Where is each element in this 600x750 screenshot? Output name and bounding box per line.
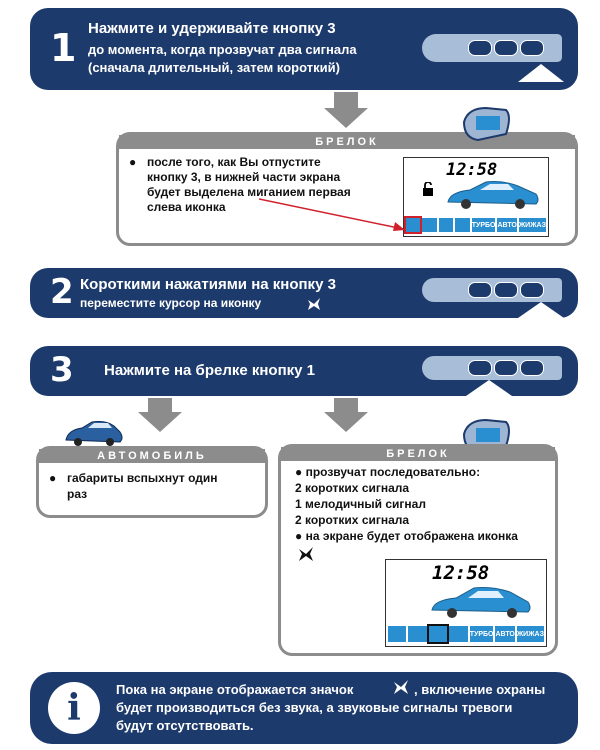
step3-title: Нажмите на брелке кнопку 1 [104,362,316,379]
pistol-icon-2 [388,626,407,642]
step1-banner: 1 Нажмите и удерживайте кнопку 3 до моме… [30,8,578,90]
info-line2: будет производиться без звука, а звуковы… [116,700,513,715]
button-pointer-icon [518,64,564,82]
info-icon: i [48,682,100,734]
fob-screen-1-clock: 12:58 [446,160,498,180]
button-pointer-3-icon [466,380,512,396]
fob3-button-3-icon [520,360,544,376]
step2-title: Короткими нажатиями на кнопку 3 [80,276,336,293]
fob3-button-1-icon [468,360,492,376]
fob-panel-1-line3: будет выделена миганием первая [147,185,351,199]
arrow-down-1-icon [334,92,358,110]
turbo-icon-2: ТУРБО [469,626,494,642]
mode-icon-2: ЖИЖАЗ [516,626,544,642]
fob-panel-1-line2: кнопку 3, в нижней части экрана [147,170,341,184]
fob-panel-2-line5: ● на экране будет отображена иконка [295,529,518,543]
fob-device-1-icon [462,106,510,142]
car-panel: АВТОМОБИЛЬ ● габариты вспыхнут один раз [36,446,268,518]
fob-panel-1: БРЕЛОК ● после того, как Вы отпустите кн… [116,132,578,246]
fob-panel-2-line4: 2 коротких сигнала [295,513,410,527]
arrow-down-2-icon [148,398,172,414]
info-line3: будут отсутствовать. [116,718,254,733]
pistol-icon [403,216,423,234]
lock-open-icon [423,182,433,196]
fob-button-3-icon [520,40,544,56]
car-icon [447,181,539,209]
fob-panel-1-bullet: ● [129,155,137,169]
silent-icon-2 [426,624,450,644]
key-fob-3-icon [422,356,562,380]
mode-icon: ЖИЖАЗ [518,218,546,232]
fob-screen-1: 12:58 ТУРБО АВТО ЖИЖАЗ [403,157,549,237]
arrow-down-2-head-icon [138,412,182,432]
silent-icon [438,218,454,232]
step1-title: Нажмите и удерживайте кнопку 3 [88,20,336,37]
fob-screen-1-icon-row: ТУРБО АВТО ЖИЖАЗ [403,216,546,234]
info-banner: i Пока на экране отображается значок , в… [30,672,578,744]
fob-screen-2-icon-row: ТУРБО АВТО ЖИЖАЗ [388,624,544,644]
car-panel-bullet: ● [49,471,57,485]
silent-mode-icon [308,298,320,310]
car-panel-header: АВТОМОБИЛЬ [39,449,265,463]
key-fob-icon [422,34,562,62]
info-line1a: Пока на экране отображается значок [116,682,354,697]
lock-icon [422,218,437,232]
step1-sub2: (сначала длительный, затем короткий) [88,60,340,75]
info-line1b: , включение охраны [414,682,546,697]
fob-panel-2-header: БРЕЛОК [281,447,555,461]
arrow-down-3-icon [334,398,358,414]
fob2-button-2-icon [494,282,518,298]
car-photo-icon [65,421,123,446]
fob-button-2-icon [494,40,518,56]
wrench-icon-2 [449,626,468,642]
step1-number: 1 [50,26,77,70]
car-icon-2 [431,587,531,618]
step3-banner: 3 Нажмите на брелке кнопку 1 [30,346,578,396]
auto-icon-2: АВТО [495,626,515,642]
step2-banner: 2 Короткими нажатиями на кнопку 3 переме… [30,268,578,318]
silent-mode-icon-2 [299,547,313,561]
fob-button-1-icon [468,40,492,56]
arrow-down-3-head-icon [324,412,368,432]
auto-icon: АВТО [497,218,517,232]
fob2-button-3-icon [520,282,544,298]
key-fob-2-icon [422,278,562,302]
pointer-line-icon [259,198,405,231]
fob-screen-2-clock: 12:58 [432,562,490,584]
lock-icon-2 [408,626,427,642]
step1-sub1: до момента, когда прозвучат два сигнала [88,42,357,57]
silent-mode-icon-3 [394,680,408,694]
fob-panel-1-line4: слева иконка [147,200,226,214]
fob3-button-2-icon [494,360,518,376]
step3-number: 3 [50,350,74,390]
fob-panel-2-line3: 1 мелодичный сигнал [295,497,426,511]
step2-number: 2 [50,272,74,312]
fob-panel-2-line2: 2 коротких сигнала [295,481,410,495]
fob-panel-2: БРЕЛОК ● прозвучат последовательно: 2 ко… [278,444,558,656]
arrow-down-1-head-icon [324,108,368,128]
fob-panel-2-line1: ● прозвучат последовательно: [295,465,481,479]
car-panel-line2: раз [67,487,88,501]
wrench-icon [455,218,470,232]
fob-panel-1-header: БРЕЛОК [119,135,575,149]
fob-panel-1-line1: после того, как Вы отпустите [147,155,321,169]
step2-sub: переместите курсор на иконку [80,296,262,310]
fob-screen-2: 12:58 ТУРБО АВТО ЖИЖАЗ [385,559,547,647]
car-panel-line1: габариты вспыхнут один [67,471,218,485]
fob2-button-1-icon [468,282,492,298]
button-pointer-2-icon [518,302,564,318]
turbo-icon: ТУРБО [471,218,496,232]
